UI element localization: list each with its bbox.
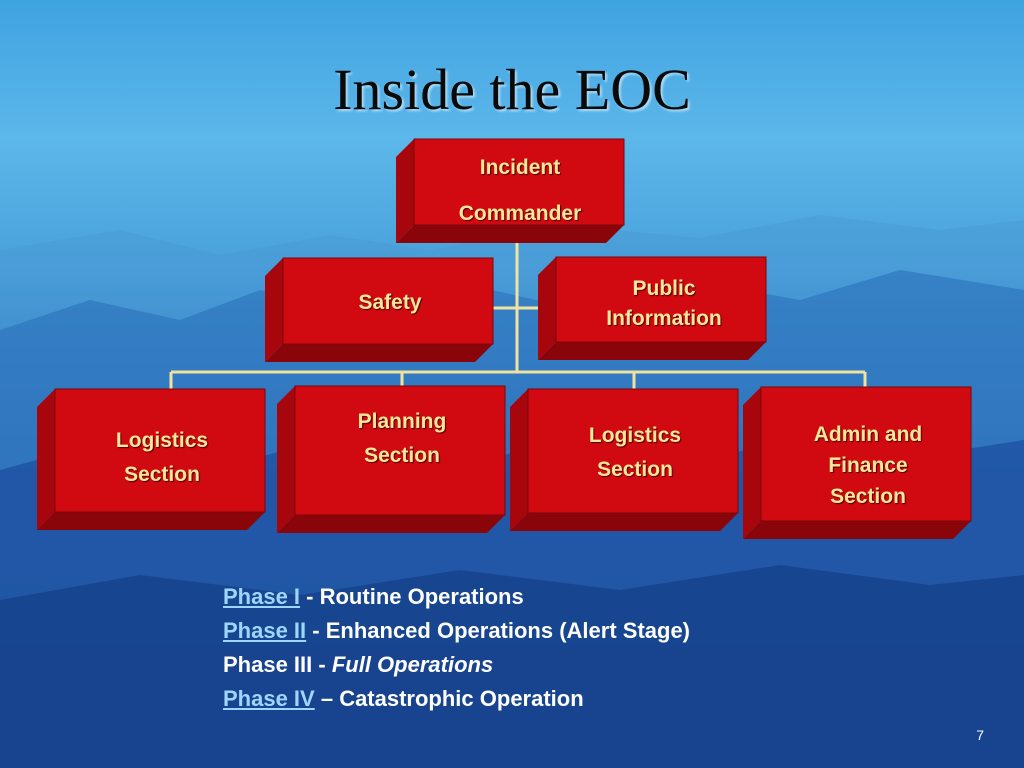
node-line: Incident [479, 156, 561, 179]
box-bottom-face [37, 512, 265, 530]
node-line: Finance [828, 454, 908, 477]
box-front-face [54, 388, 266, 513]
node-line: Logistics [115, 429, 209, 452]
box-incident-commander [396, 138, 625, 243]
box-front-face [413, 138, 625, 226]
box-bottom-face [396, 225, 624, 243]
phase-label: Phase III [223, 652, 313, 677]
node-line: Commander [458, 202, 582, 225]
box-safety [265, 257, 494, 362]
phase-description: Full Operations [331, 652, 494, 677]
box-side-face [396, 139, 414, 243]
box-side-face [37, 389, 55, 530]
box-front-face [527, 388, 739, 514]
box-side-face [538, 257, 556, 360]
node-label-planning: Planning Section [302, 405, 502, 473]
box-planning [277, 385, 506, 533]
phase-separator: – [314, 686, 340, 711]
node-line: Section [597, 458, 673, 481]
box-front-face [555, 256, 767, 343]
box-bottom-face [510, 513, 738, 531]
phase-item: Phase IV – Catastrophic Operation [223, 682, 690, 716]
phase-link[interactable]: Phase II [223, 618, 307, 643]
phase-list: Phase I - Routine Operations Phase II - … [223, 580, 690, 716]
page-number: 7 [976, 727, 984, 743]
phase-separator: - [312, 652, 332, 677]
node-line: Section [364, 444, 440, 467]
box-admin-finance [743, 386, 972, 539]
phase-separator: - [306, 618, 326, 643]
box-front-face [282, 257, 494, 345]
box-front-face [294, 385, 506, 516]
node-line: Admin and [813, 423, 923, 446]
mountain-ridge-front [0, 565, 1024, 768]
phase-link[interactable]: Phase I [223, 584, 301, 609]
slide-title: Inside the EOC [333, 57, 691, 122]
node-line: Logistics [588, 424, 682, 447]
phase-item: Phase II - Enhanced Operations (Alert St… [223, 614, 690, 648]
box-logistics-1 [37, 388, 266, 530]
box-front-face [760, 386, 972, 522]
node-label-logistics-1: Logistics Section [62, 424, 262, 492]
box-bottom-face [538, 342, 766, 360]
box-side-face [277, 386, 295, 533]
box-side-face [743, 387, 761, 539]
box-public-information [538, 256, 767, 360]
node-line: Section [124, 463, 200, 486]
node-line: Planning [357, 410, 447, 433]
node-line: Public [632, 277, 696, 300]
phase-description: Enhanced Operations (Alert Stage) [325, 618, 691, 643]
box-logistics-2 [510, 388, 739, 531]
node-label-public-information: Public Information [564, 274, 764, 334]
phase-item: Phase III - Full Operations [223, 648, 690, 682]
node-line: Safety [358, 291, 422, 314]
phase-item: Phase I - Routine Operations [223, 580, 690, 614]
box-bottom-face [277, 515, 505, 533]
node-label-admin-finance: Admin and Finance Section [768, 419, 968, 512]
phase-description: Routine Operations [319, 584, 524, 609]
box-side-face [510, 389, 528, 531]
phase-description: Catastrophic Operation [339, 686, 584, 711]
box-side-face [265, 258, 283, 362]
node-line: Section [830, 485, 906, 508]
node-label-incident-commander: Incident Commander [400, 154, 640, 227]
node-label-logistics-2: Logistics Section [535, 419, 735, 487]
phase-separator: - [300, 584, 320, 609]
node-label-safety: Safety [290, 291, 490, 315]
phase-link[interactable]: Phase IV [223, 686, 315, 711]
node-line: Information [606, 307, 722, 330]
box-bottom-face [743, 521, 971, 539]
box-bottom-face [265, 344, 493, 362]
